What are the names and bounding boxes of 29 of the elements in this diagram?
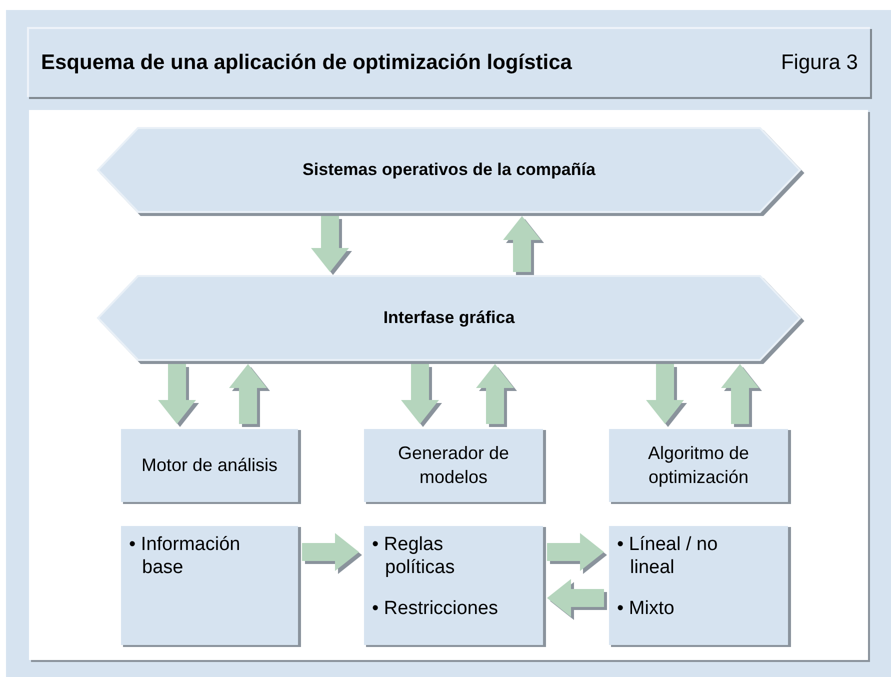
bullet-item: • Reglas políticas: [372, 534, 456, 580]
block-arrow: [302, 533, 359, 571]
bullet-item: • Información base: [129, 534, 242, 580]
diagram-title: Esquema de una aplicación de optimización logística: [41, 50, 572, 76]
banner-label: Interfase gráfica: [383, 307, 515, 330]
process-box: [120, 428, 298, 502]
banner-label: Sistemas operativos de la compañía: [302, 159, 596, 182]
block-arrow: [476, 364, 514, 424]
block-arrow: [401, 364, 439, 424]
box-title: Generador de modelos: [396, 442, 510, 488]
process-box: [363, 428, 543, 502]
list-box: [363, 525, 543, 645]
list-box: [608, 525, 788, 645]
block-arrow: [547, 533, 604, 571]
bullet-item: • Líneal / no lineal: [617, 534, 719, 580]
block-arrow: [547, 579, 604, 617]
process-box: [608, 428, 788, 502]
block-arrow: [229, 364, 267, 424]
list-box: [120, 525, 298, 645]
box-title: Motor de análisis: [141, 454, 278, 477]
bullet-item: • Mixto: [617, 598, 676, 620]
block-arrow: [311, 216, 349, 272]
block-arrow: [158, 364, 196, 424]
bullet-item: • Restricciones: [372, 598, 499, 620]
block-arrow: [503, 216, 541, 272]
box-title: Algoritmo de optimización: [646, 442, 750, 489]
block-arrow: [721, 364, 759, 424]
block-arrow: [646, 364, 684, 424]
figure-number: Figura 3: [780, 50, 858, 76]
